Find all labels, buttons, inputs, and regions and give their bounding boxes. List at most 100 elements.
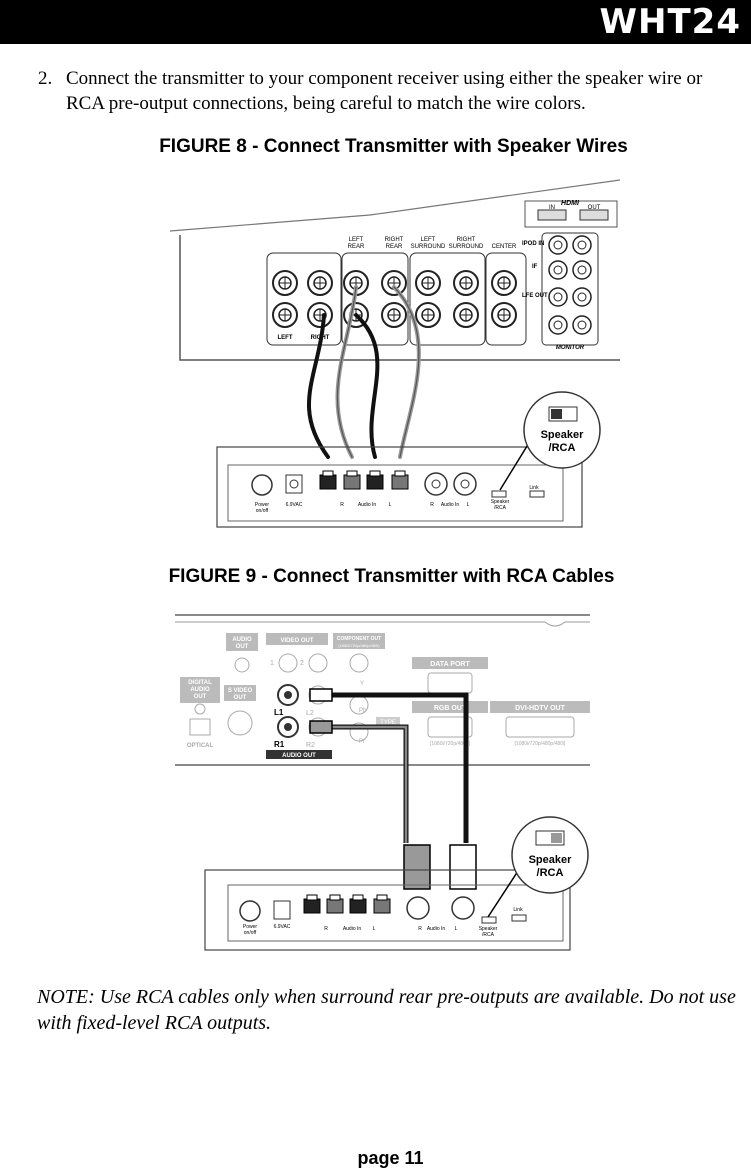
hdmi-out-label: OUT bbox=[588, 205, 601, 211]
figure-8-title: FIGURE 8 - Connect Transmitter with Spea… bbox=[159, 136, 628, 157]
binding-post bbox=[453, 270, 479, 296]
spring-clip bbox=[349, 894, 367, 914]
spring-clip bbox=[319, 470, 337, 490]
binding-post bbox=[415, 302, 441, 328]
video-2: 2 bbox=[300, 660, 304, 667]
spring-clip bbox=[326, 894, 344, 914]
digital-audio-2: AUDIO bbox=[190, 687, 210, 693]
rgb-res: [1080i/720p/480p] bbox=[430, 741, 471, 747]
tx8-power-1: Power bbox=[255, 502, 270, 508]
audio-out-top-2: OUT bbox=[236, 644, 249, 650]
center-label: CENTER bbox=[492, 244, 517, 250]
left-surround-label-2: SURROUND bbox=[411, 244, 446, 250]
tx9-l: L bbox=[373, 926, 376, 932]
tx9-power-2: on/off bbox=[244, 930, 257, 936]
binding-post bbox=[272, 270, 298, 296]
hdmi-in-label: IN bbox=[549, 205, 555, 211]
l2-label: L2 bbox=[306, 710, 314, 717]
tx9-power-1: Power bbox=[243, 924, 258, 930]
right-surround-label-2: SURROUND bbox=[449, 244, 484, 250]
callout9-rca: /RCA bbox=[537, 867, 564, 879]
r1-label: R1 bbox=[274, 740, 285, 749]
type-label: TYPE bbox=[380, 720, 396, 726]
callout8-speaker: Speaker bbox=[541, 429, 585, 441]
tx9-speaker-rca-2: /RCA bbox=[482, 932, 495, 938]
step-number: 2. bbox=[38, 68, 53, 89]
s-video-1: S VIDEO bbox=[228, 688, 253, 694]
tx9-audio-in-rca: Audio In bbox=[427, 926, 446, 932]
binding-post bbox=[491, 302, 517, 328]
tx8-l: L bbox=[389, 502, 392, 508]
binding-post bbox=[381, 270, 407, 296]
y-label: Y bbox=[360, 681, 364, 687]
note-text: NOTE: Use RCA cables only when surround … bbox=[37, 986, 736, 1034]
binding-post bbox=[415, 270, 441, 296]
left-label: LEFT bbox=[278, 335, 293, 341]
video-out-label: VIDEO OUT bbox=[280, 638, 313, 644]
spring-clip bbox=[343, 470, 361, 490]
receiver-rca-jacks bbox=[548, 235, 592, 335]
tx8-rca-r: R bbox=[430, 502, 434, 508]
tx8-link: Link bbox=[529, 485, 539, 491]
s-video-2: OUT bbox=[234, 695, 247, 701]
figure-9-title: FIGURE 9 - Connect Transmitter with RCA … bbox=[168, 566, 615, 587]
optical-label: OPTICAL bbox=[187, 743, 214, 749]
dvi-out-label: DVI-HDTV OUT bbox=[515, 705, 566, 712]
ipod-in-label: IPOD IN bbox=[522, 241, 544, 247]
component-out-1: COMPONENT OUT bbox=[337, 636, 381, 642]
hdmi-label: HDMI bbox=[561, 200, 580, 207]
spring-clip bbox=[366, 470, 384, 490]
spring-clip bbox=[303, 894, 321, 914]
pb-label: Pb bbox=[359, 708, 367, 714]
digital-audio-3: OUT bbox=[194, 694, 207, 700]
pr-label: Pr bbox=[359, 739, 365, 745]
speaker-wires bbox=[306, 285, 421, 459]
page-number: page 11 bbox=[357, 1148, 424, 1168]
tx8-vac: 6.9VAC bbox=[286, 502, 303, 508]
callout8-rca: /RCA bbox=[549, 442, 576, 454]
speaker-wire-clips bbox=[319, 470, 409, 490]
speaker-binding-posts bbox=[272, 270, 517, 328]
dvi-res: [1080i/720p/480p/480i] bbox=[515, 741, 566, 747]
rca-jack bbox=[548, 287, 568, 307]
binding-post bbox=[307, 302, 333, 328]
figure-8-svg: HDMI IN OUT MONITOR IPOD IN IF LFE OUT L… bbox=[169, 179, 621, 528]
tx9-audio-in: Audio In bbox=[343, 926, 362, 932]
rca-jack bbox=[548, 315, 568, 335]
rgb-out-label: RGB OUT bbox=[434, 705, 467, 712]
tx8-audio-in: Audio In bbox=[358, 502, 377, 508]
tx8-r: R bbox=[340, 502, 344, 508]
audio-out-top-1: AUDIO bbox=[232, 637, 252, 643]
tx8-speaker-rca-1: Speaker bbox=[491, 499, 510, 505]
header-title: WHT24 bbox=[599, 2, 741, 42]
binding-post bbox=[453, 302, 479, 328]
tx8-rca-l: L bbox=[467, 502, 470, 508]
l1-label: L1 bbox=[274, 708, 284, 717]
rca-jack bbox=[548, 235, 568, 255]
tx9-rca-l: L bbox=[455, 926, 458, 932]
binding-post bbox=[307, 270, 333, 296]
right-rear-label-2: REAR bbox=[386, 244, 403, 250]
figure-9-diagram: AUDIO OUT VIDEO OUT COMPONENT OUT (1080i… bbox=[170, 605, 600, 955]
tx9-r: R bbox=[324, 926, 328, 932]
callout9-speaker: Speaker bbox=[529, 854, 573, 866]
tx9-vac: 6.9VAC bbox=[274, 924, 291, 930]
if-label: IF bbox=[532, 264, 538, 270]
r2-label: R2 bbox=[306, 742, 315, 749]
left-surround-label-1: LEFT bbox=[421, 237, 436, 243]
right-rear-label-1: RIGHT bbox=[385, 237, 404, 243]
binding-post bbox=[491, 270, 517, 296]
tx9-speaker-rca-1: Speaker bbox=[479, 926, 498, 932]
left-rear-label-1: LEFT bbox=[349, 237, 364, 243]
tx8-audio-in-rca: Audio In bbox=[441, 502, 460, 508]
rca-jack bbox=[548, 260, 568, 280]
spring-clip bbox=[391, 470, 409, 490]
rca-jack bbox=[572, 235, 592, 255]
step-text: Connect the transmitter to your componen… bbox=[66, 68, 703, 114]
rca-jack bbox=[572, 315, 592, 335]
speaker-wire-clips-idle bbox=[303, 894, 391, 914]
rca-jack bbox=[572, 260, 592, 280]
tx8-speaker-rca-2: /RCA bbox=[494, 505, 507, 511]
binding-post bbox=[381, 302, 407, 328]
figure-9-svg: AUDIO OUT VIDEO OUT COMPONENT OUT (1080i… bbox=[175, 614, 590, 951]
